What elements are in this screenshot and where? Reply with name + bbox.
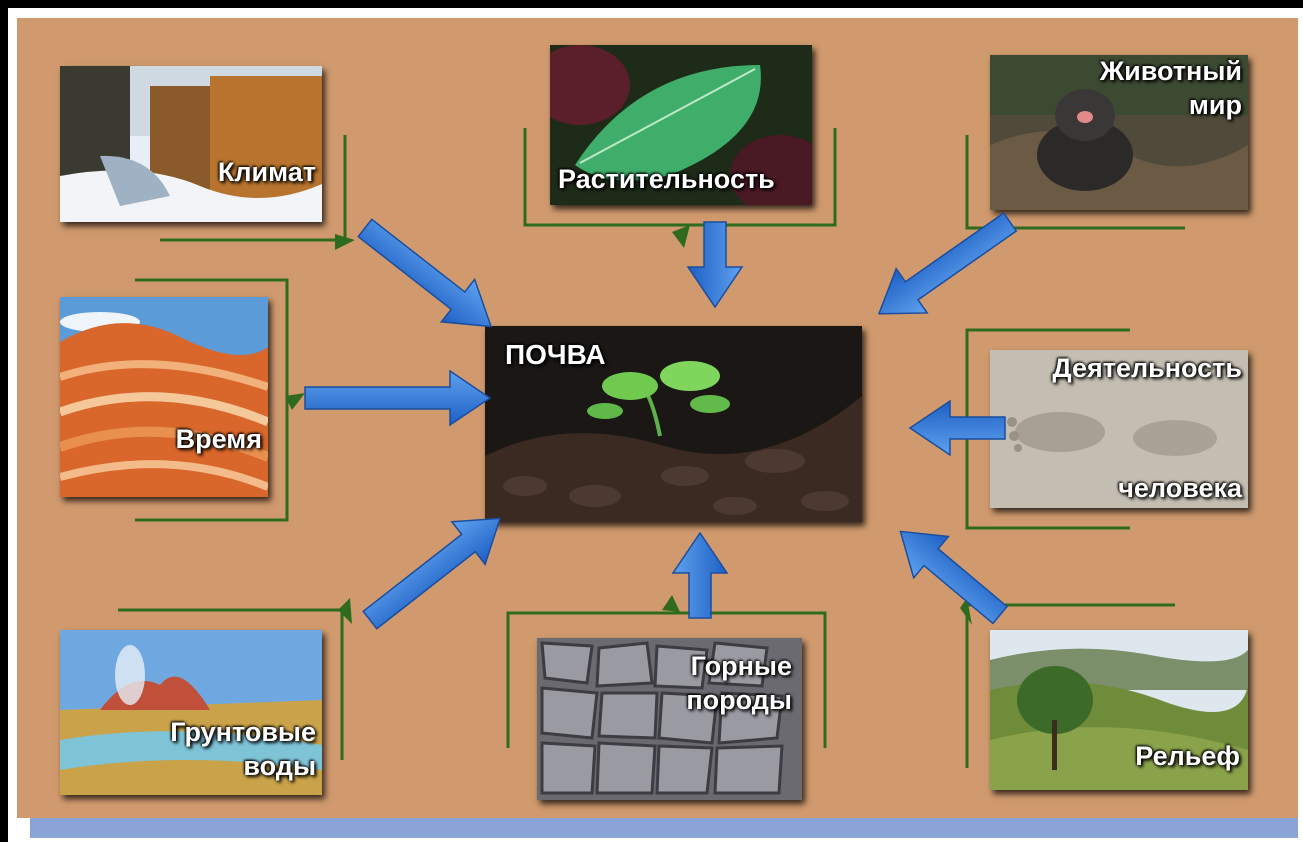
groundwater-label-line1: Грунтовые bbox=[170, 717, 316, 747]
relief-label: Рельеф bbox=[1135, 741, 1240, 771]
human-label-line1: Деятельность bbox=[1052, 353, 1242, 383]
groundwater-label-line2: воды bbox=[243, 751, 316, 781]
vegetation-label: Растительность bbox=[558, 164, 775, 194]
rocks-label-line2: породы bbox=[686, 685, 792, 715]
soil-image: ПОЧВА bbox=[485, 326, 862, 522]
rocks-image: Горные породы bbox=[537, 638, 802, 800]
animals-image: Животный мир bbox=[990, 55, 1248, 210]
human-activity-image: Деятельность человека bbox=[990, 350, 1248, 508]
climate-label: Климат bbox=[217, 157, 316, 187]
rocks-label-line1: Горные bbox=[690, 651, 792, 681]
bottom-bar bbox=[30, 818, 1298, 838]
center-label: ПОЧВА bbox=[505, 339, 606, 370]
vegetation-image: Растительность bbox=[550, 45, 812, 205]
animals-label-line1: Животный bbox=[1099, 56, 1242, 86]
relief-image: Рельеф bbox=[990, 630, 1248, 790]
animals-label-line2: мир bbox=[1188, 90, 1242, 120]
time-label: Время bbox=[175, 424, 262, 454]
human-label-line2: человека bbox=[1118, 473, 1242, 503]
groundwater-image: Грунтовые воды bbox=[60, 630, 322, 795]
climate-image: Климат bbox=[60, 66, 322, 222]
time-image: Время bbox=[60, 297, 268, 497]
